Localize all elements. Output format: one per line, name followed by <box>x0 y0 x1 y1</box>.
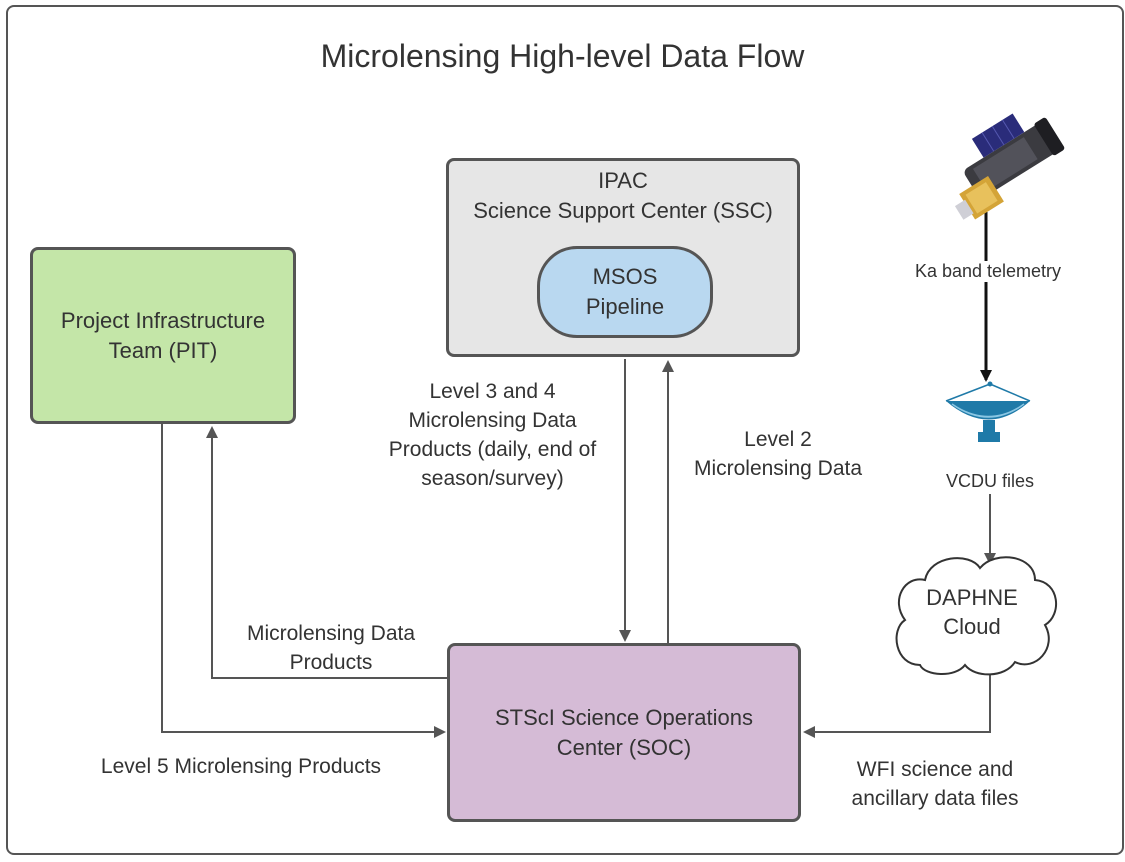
cloud-shape <box>895 556 1058 676</box>
label-soc-to-ipac-line1: Level 2 <box>744 428 812 451</box>
node-msos: MSOS Pipeline <box>537 246 713 338</box>
node-pit-line2: Team (PIT) <box>108 337 218 363</box>
label-soc-to-ipac: Level 2 Microlensing Data <box>672 425 884 483</box>
edge-soc-to-pit <box>206 426 447 679</box>
node-ipac-line1: IPAC <box>598 168 648 193</box>
ground-station-dish-icon <box>945 381 1031 442</box>
node-pit: Project Infrastructure Team (PIT) <box>30 247 296 424</box>
edge-daphne-to-soc <box>803 667 991 738</box>
label-soc-to-pit: Microlensing Data Products <box>216 619 446 677</box>
label-ipac-to-soc-line4: season/survey) <box>421 467 564 490</box>
label-daphne-to-soc-line2: ancillary data files <box>851 787 1019 810</box>
node-soc-line1: STScI Science Operations <box>494 704 753 730</box>
node-msos-line1: MSOS <box>592 264 658 289</box>
edge-pit-to-soc <box>161 424 446 738</box>
label-ipac-to-soc-line1: Level 3 and 4 <box>429 380 556 403</box>
diagram-title: Microlensing High-level Data Flow <box>320 38 805 74</box>
node-daphne: DAPHNE Cloud <box>894 583 1050 641</box>
node-soc-line2: Center (SOC) <box>556 734 692 760</box>
node-soc: STScI Science Operations Center (SOC) <box>447 643 801 822</box>
label-pit-to-soc-line1: Level 5 Microlensing Products <box>100 755 382 778</box>
label-vcdu-text: VCDU files <box>945 471 1034 491</box>
node-ipac: IPAC Science Support Center (SSC) <box>446 158 800 357</box>
node-pit-line1: Project Infrastructure <box>60 307 266 333</box>
node-daphne-line2: Cloud <box>943 614 1001 639</box>
label-ka-band-text: Ka band telemetry <box>914 261 1062 281</box>
label-daphne-to-soc: WFI science and ancillary data files <box>820 755 1050 813</box>
node-msos-line2: Pipeline <box>585 294 665 319</box>
label-ipac-to-soc-line3: Products (daily, end of <box>388 438 597 461</box>
label-ipac-to-soc: Level 3 and 4 Microlensing Data Products… <box>360 377 625 493</box>
label-soc-to-ipac-line2: Microlensing Data <box>693 457 863 480</box>
label-soc-to-pit-line1: Microlensing Data <box>246 622 416 645</box>
label-ka-band: Ka band telemetry <box>893 261 1083 282</box>
node-ipac-line2: Science Support Center (SSC) <box>473 198 773 223</box>
label-vcdu: VCDU files <box>920 471 1060 492</box>
label-soc-to-pit-line2: Products <box>289 651 373 674</box>
node-daphne-line1: DAPHNE <box>926 585 1018 610</box>
label-ipac-to-soc-line2: Microlensing Data <box>408 409 577 432</box>
satellite-icon <box>954 113 1065 220</box>
label-pit-to-soc: Level 5 Microlensing Products <box>60 752 422 781</box>
label-daphne-to-soc-line1: WFI science and <box>856 758 1014 781</box>
